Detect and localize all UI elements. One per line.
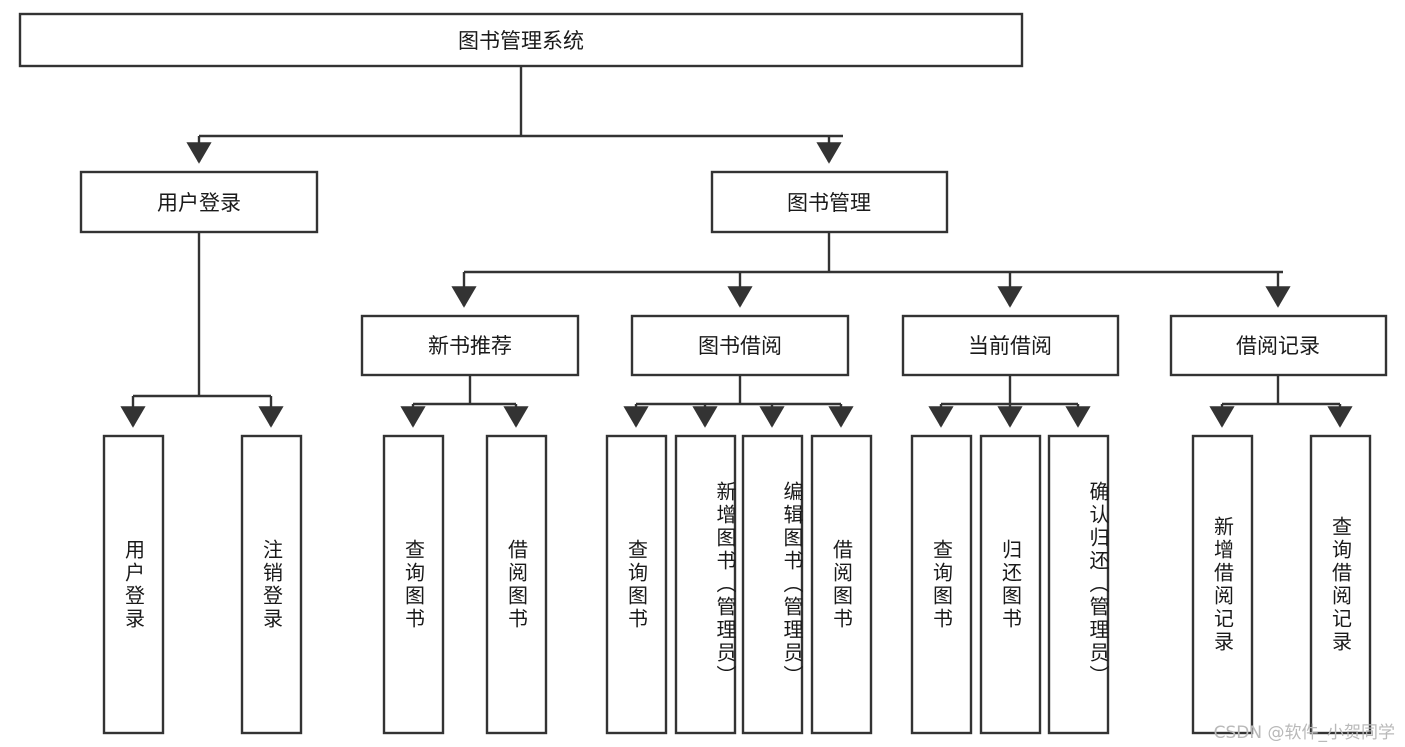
node-book-management[interactable]: 图书管理 — [710, 170, 949, 234]
node-new-book-recommend-label: 新书推荐 — [428, 334, 512, 358]
leaf-box-user-login[interactable] — [102, 434, 165, 735]
leaf-box-query-borrow-record[interactable] — [1309, 434, 1372, 735]
node-book-management-label: 图书管理 — [787, 191, 871, 215]
node-root-system-label: 图书管理系统 — [458, 29, 584, 53]
leaf-box-query-book-newbook[interactable] — [382, 434, 445, 735]
leaf-box-query-book-borrow[interactable] — [605, 434, 668, 735]
leaf-box-add-borrow-record[interactable] — [1191, 434, 1254, 735]
leaf-box-borrow-book[interactable] — [810, 434, 873, 735]
leaf-box-add-book-admin[interactable] — [674, 434, 737, 735]
leaf-box-return-book[interactable] — [979, 434, 1042, 735]
node-borrow-record-label: 借阅记录 — [1236, 334, 1320, 358]
connectors-newbook-to-leaves — [400, 375, 529, 428]
node-book-borrow-label: 图书借阅 — [698, 334, 782, 358]
connectors-bookmgmt-to-level3 — [451, 232, 1291, 308]
leaf-box-logout[interactable] — [240, 434, 303, 735]
connectors-userlogin-to-leaves — [120, 232, 284, 428]
leaf-box-borrow-book-newbook[interactable] — [485, 434, 548, 735]
node-root-system[interactable]: 图书管理系统 — [18, 12, 1024, 68]
node-user-login[interactable]: 用户登录 — [79, 170, 319, 234]
connectors-currentborrow-to-leaves — [928, 375, 1091, 428]
node-book-borrow[interactable]: 图书借阅 — [630, 314, 850, 377]
connectors-borrowrecord-to-leaves — [1209, 375, 1353, 428]
node-current-borrow[interactable]: 当前借阅 — [901, 314, 1120, 377]
leaf-box-query-book-current[interactable] — [910, 434, 973, 735]
node-user-login-label: 用户登录 — [157, 191, 241, 215]
leaf-box-edit-book-admin[interactable] — [741, 434, 804, 735]
connectors-borrowbook-to-leaves — [623, 375, 854, 428]
leaf-box-confirm-return-admin[interactable] — [1047, 434, 1110, 735]
csdn-watermark: CSDN @软件_小贺同学 — [1213, 723, 1395, 743]
node-new-book-recommend[interactable]: 新书推荐 — [360, 314, 580, 377]
connectors-root-to-level2 — [186, 66, 843, 164]
node-borrow-record[interactable]: 借阅记录 — [1169, 314, 1388, 377]
node-current-borrow-label: 当前借阅 — [968, 334, 1052, 358]
